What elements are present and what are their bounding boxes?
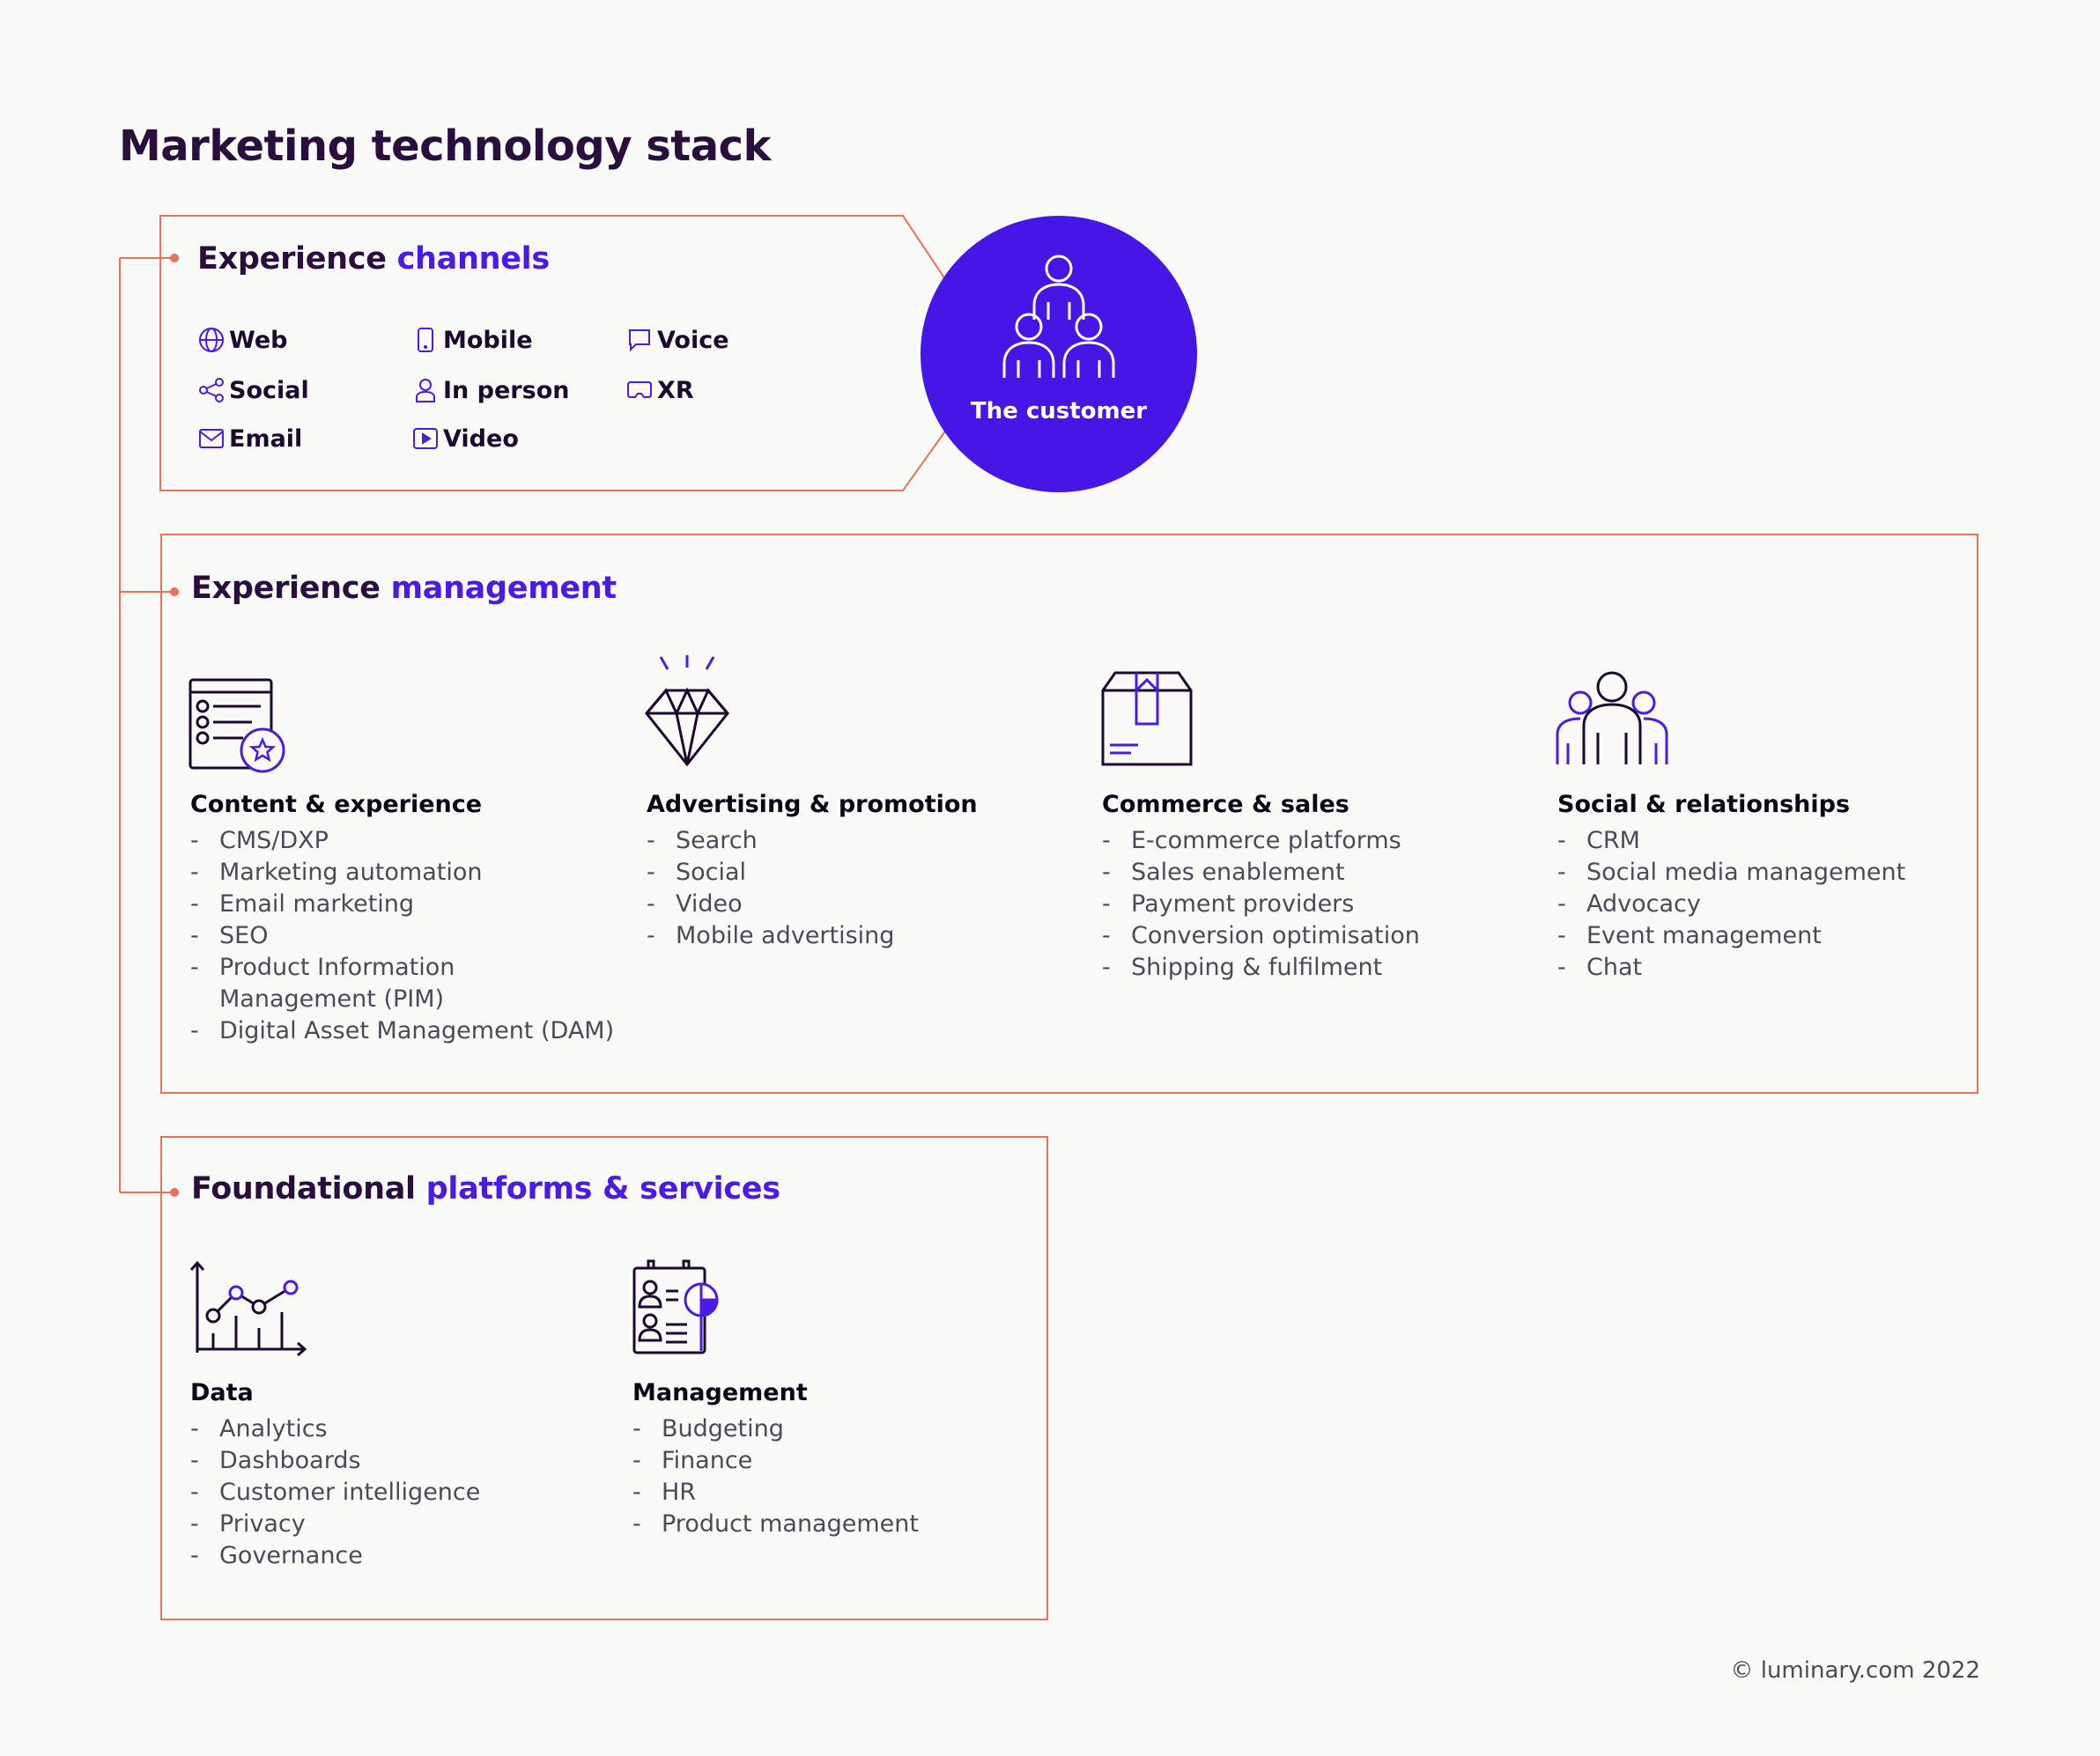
list-item: CMS/DXP bbox=[190, 825, 614, 857]
list-item: Budgeting bbox=[632, 1413, 919, 1445]
list-item: Product management bbox=[632, 1509, 919, 1540]
list-item: Search bbox=[647, 825, 978, 857]
channel-xr: XR bbox=[625, 376, 694, 404]
customer-circle: The customer bbox=[921, 216, 1197, 492]
copyright-footer: © luminary.com 2022 bbox=[1730, 1657, 1980, 1684]
list-item: Video bbox=[647, 889, 978, 920]
category-list: E-commerce platforms Sales enablement Pa… bbox=[1102, 825, 1420, 984]
category-title: Commerce & sales bbox=[1102, 791, 1349, 818]
line-chart-icon bbox=[189, 1260, 307, 1356]
list-item: Customer intelligence bbox=[190, 1477, 480, 1509]
list-item: Payment providers bbox=[1102, 889, 1420, 920]
channel-video: Video bbox=[411, 424, 519, 453]
category-list: Search Social Video Mobile advertising bbox=[647, 825, 978, 952]
experience-management-box bbox=[160, 534, 1978, 1094]
people-group-icon bbox=[1002, 255, 1115, 378]
heading-main: Foundational bbox=[191, 1171, 416, 1206]
customer-label: The customer bbox=[970, 398, 1148, 424]
list-item: Conversion optimisation bbox=[1102, 920, 1420, 952]
list-item: Shipping & fulfilment bbox=[1102, 952, 1420, 984]
list-item: Social media management bbox=[1557, 857, 1905, 889]
envelope-icon bbox=[199, 429, 224, 448]
channel-in-person: In person bbox=[411, 376, 569, 404]
checklist-star-icon bbox=[189, 678, 285, 773]
diamond-icon bbox=[645, 655, 729, 767]
category-social-relationships: Social & relationships CRM Social media … bbox=[1557, 791, 1905, 984]
speech-bubble-icon bbox=[629, 329, 650, 352]
community-icon bbox=[1556, 671, 1668, 764]
share-icon bbox=[199, 378, 224, 402]
package-box-icon bbox=[1101, 671, 1193, 766]
list-item: Privacy bbox=[190, 1509, 480, 1540]
channel-web: Web bbox=[197, 326, 287, 354]
category-list: Analytics Dashboards Customer intelligen… bbox=[190, 1413, 480, 1572]
experience-management-heading: Experience management bbox=[191, 571, 617, 606]
list-item: Mobile advertising bbox=[647, 920, 978, 952]
category-management: Management Budgeting Finance HR Product … bbox=[632, 1379, 919, 1540]
list-item: Product Information Management (PIM) bbox=[190, 952, 484, 1015]
mobile-icon bbox=[418, 328, 433, 352]
list-item: SEO bbox=[190, 920, 614, 952]
list-item: Dashboards bbox=[190, 1445, 480, 1477]
foundational-box bbox=[160, 1136, 1048, 1620]
category-list: CMS/DXP Marketing automation Email marke… bbox=[190, 825, 614, 1047]
channel-voice: Voice bbox=[625, 326, 729, 354]
category-data: Data Analytics Dashboards Customer intel… bbox=[190, 1379, 480, 1572]
category-title: Management bbox=[632, 1379, 808, 1406]
globe-icon bbox=[199, 328, 224, 352]
heading-accent: platforms & services bbox=[425, 1171, 780, 1206]
category-list: Budgeting Finance HR Product management bbox=[632, 1413, 919, 1540]
channel-email: Email bbox=[197, 424, 302, 453]
list-item: Event management bbox=[1557, 920, 1905, 952]
channel-mobile: Mobile bbox=[411, 326, 533, 354]
list-item: E-commerce platforms bbox=[1102, 825, 1420, 857]
heading-main: Experience bbox=[197, 241, 387, 277]
list-item: Advocacy bbox=[1557, 889, 1905, 920]
foundational-heading: Foundational platforms & services bbox=[191, 1171, 780, 1206]
channel-social: Social bbox=[197, 376, 309, 404]
category-advertising-promotion: Advertising & promotion Search Social Vi… bbox=[647, 791, 978, 952]
heading-accent: management bbox=[390, 571, 617, 606]
list-item: Analytics bbox=[190, 1413, 480, 1445]
list-item: Finance bbox=[632, 1445, 919, 1477]
person-icon bbox=[416, 379, 435, 402]
list-item: HR bbox=[632, 1477, 919, 1509]
category-title: Content & experience bbox=[190, 791, 483, 818]
heading-accent: channels bbox=[396, 241, 551, 277]
list-item: Digital Asset Management (DAM) bbox=[190, 1015, 614, 1047]
category-title: Data bbox=[190, 1379, 254, 1406]
vr-headset-icon bbox=[627, 381, 652, 398]
list-item: CRM bbox=[1557, 825, 1905, 857]
category-title: Social & relationships bbox=[1557, 791, 1851, 818]
play-icon bbox=[413, 428, 438, 449]
list-item: Governance bbox=[190, 1540, 480, 1572]
category-list: CRM Social media management Advocacy Eve… bbox=[1557, 825, 1905, 984]
list-item: Social bbox=[647, 857, 978, 889]
list-item: Email marketing bbox=[190, 889, 614, 920]
list-item: Marketing automation bbox=[190, 857, 614, 889]
category-title: Advertising & promotion bbox=[647, 791, 978, 818]
category-commerce-sales: Commerce & sales E-commerce platforms Sa… bbox=[1102, 791, 1420, 984]
list-item: Sales enablement bbox=[1102, 857, 1420, 889]
org-report-icon bbox=[632, 1259, 719, 1354]
heading-main: Experience bbox=[191, 571, 381, 606]
experience-channels-heading: Experience channels bbox=[197, 241, 550, 277]
list-item: Chat bbox=[1557, 952, 1905, 984]
page-title: Marketing technology stack bbox=[119, 122, 772, 171]
category-content-experience: Content & experience CMS/DXP Marketing a… bbox=[190, 791, 614, 1047]
